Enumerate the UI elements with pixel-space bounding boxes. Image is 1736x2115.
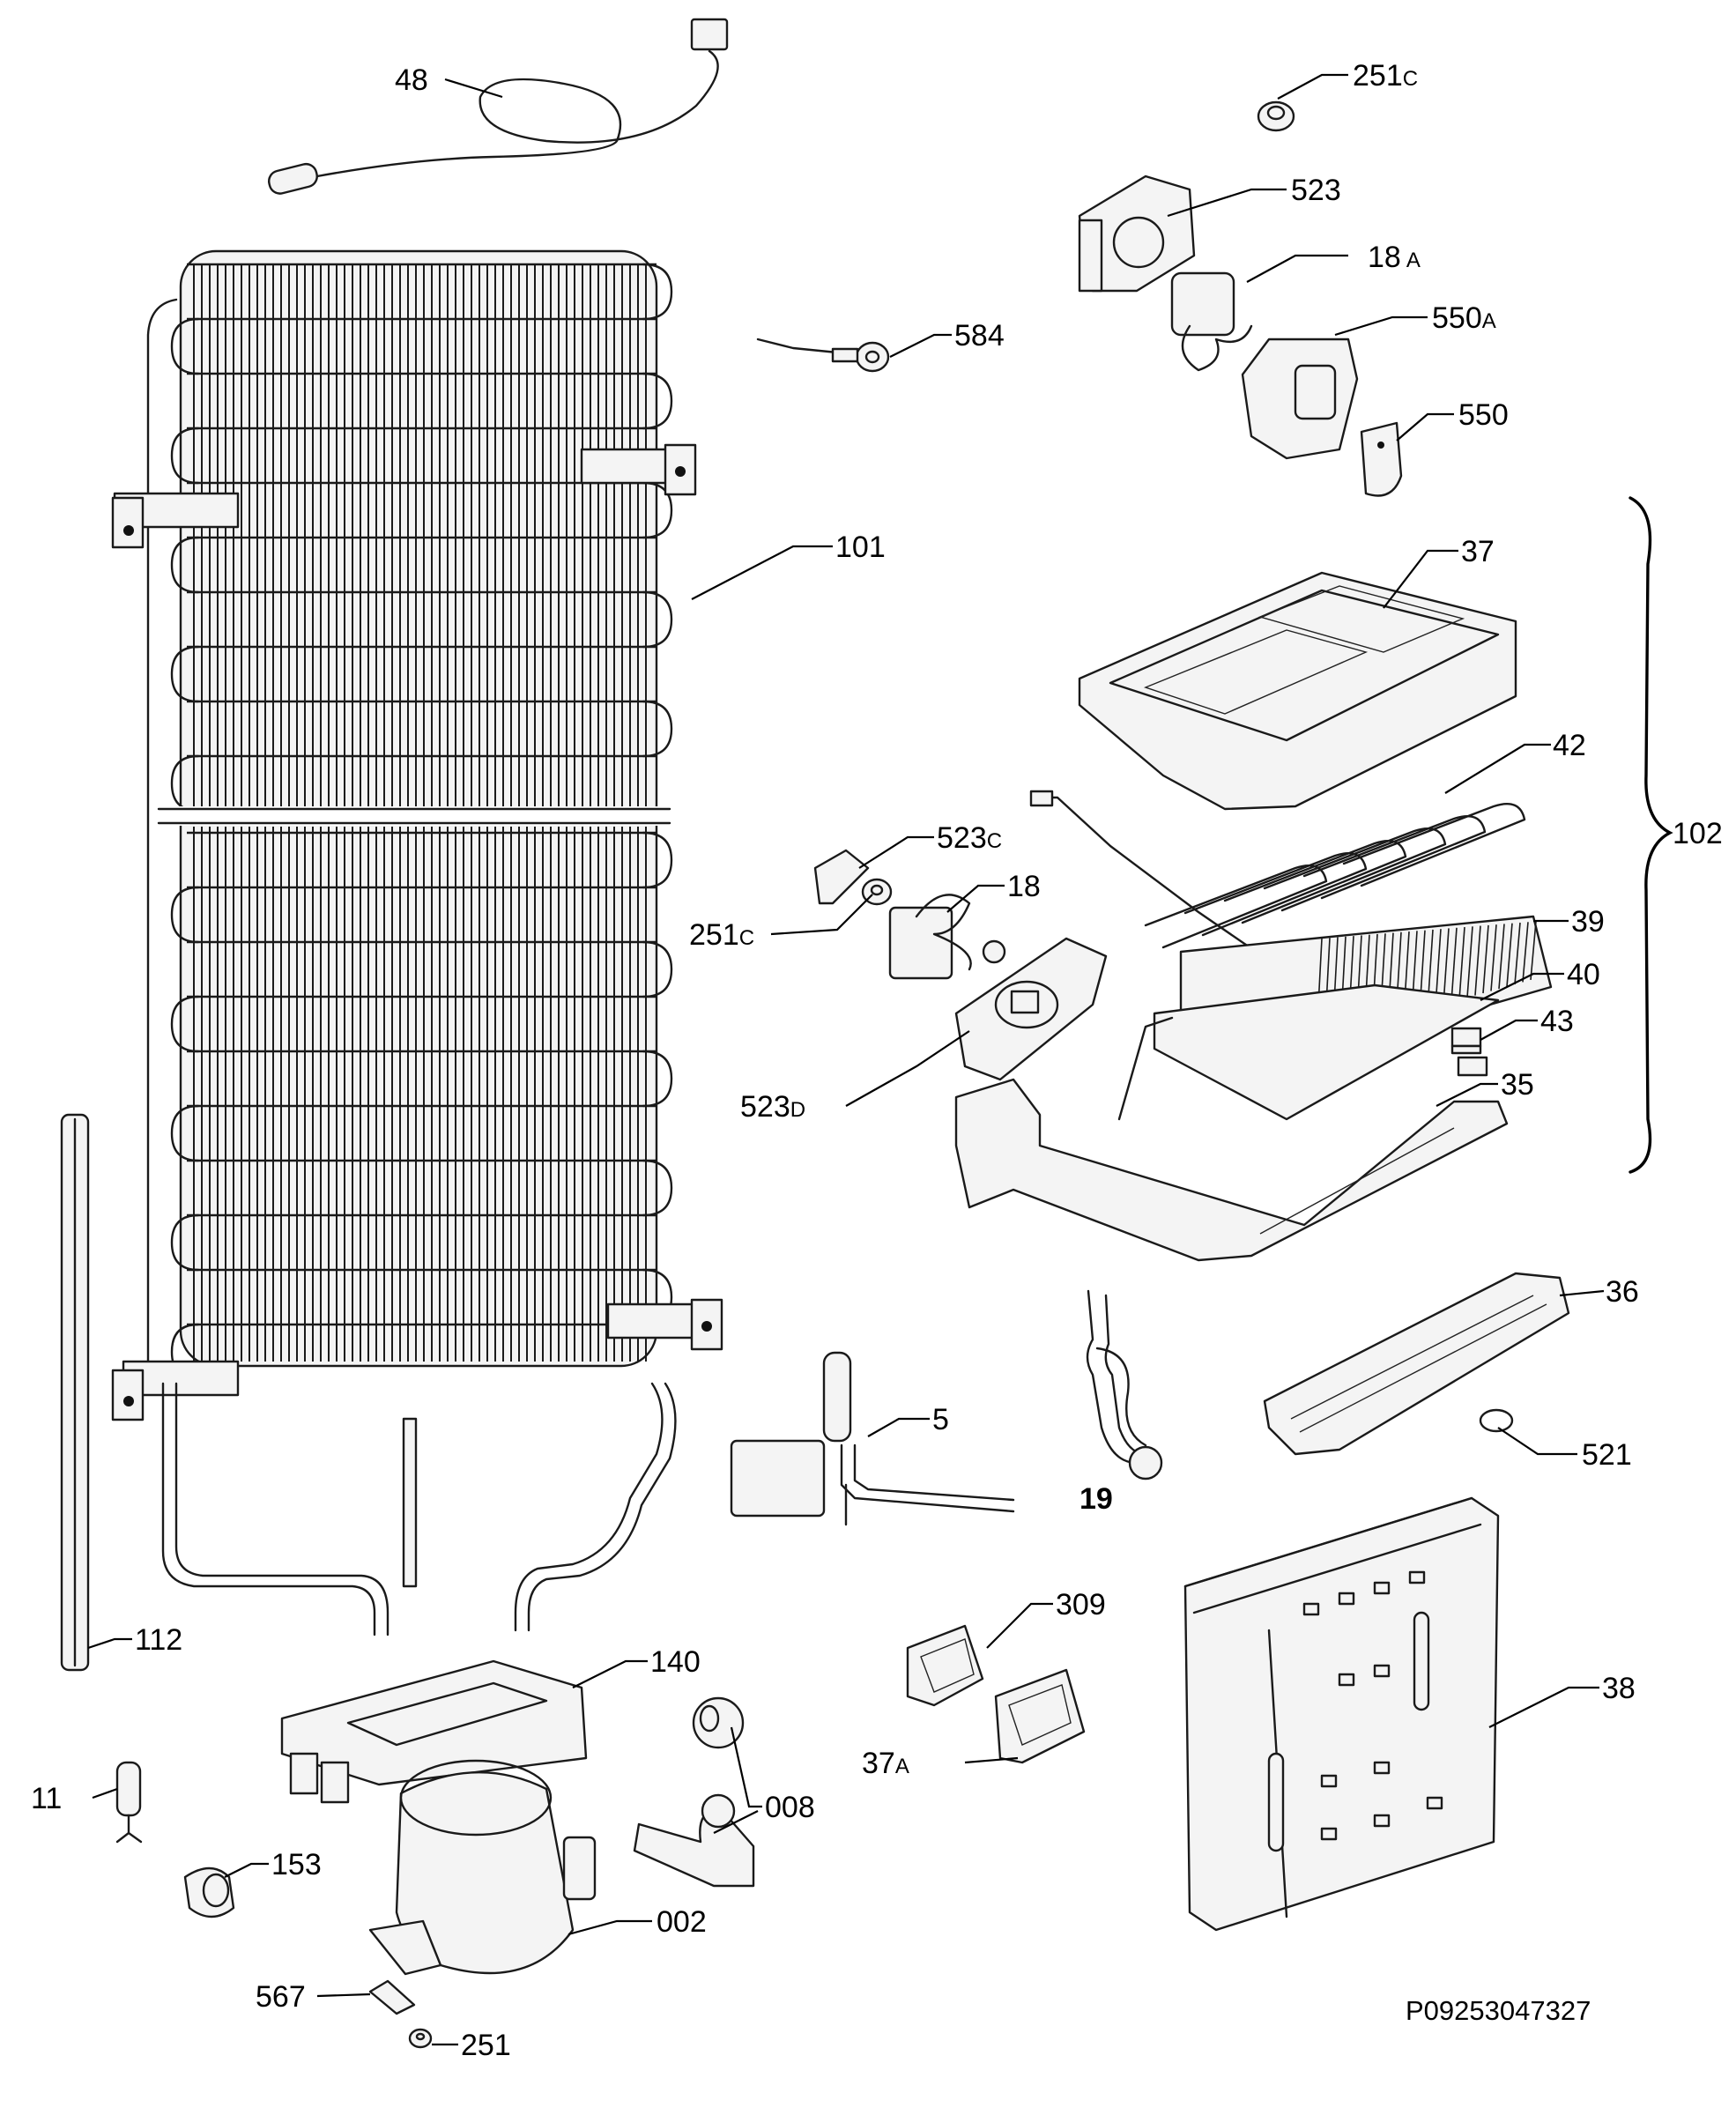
- label-36: 36: [1606, 1275, 1639, 1309]
- label-18: 18: [1007, 870, 1041, 903]
- label-251c-mid: 251C: [689, 918, 754, 952]
- evaporator-cover-part-37[interactable]: [1078, 571, 1517, 811]
- valve-part-11[interactable]: [115, 1761, 143, 1844]
- tube-part-112[interactable]: [60, 1113, 90, 1672]
- sensor-cable-part-48[interactable]: [267, 18, 729, 196]
- shelf-support-part-36[interactable]: [1263, 1272, 1570, 1456]
- label-140: 140: [650, 1645, 701, 1679]
- diagram-code: P09253047327: [1406, 1995, 1591, 2026]
- sensor-part-43[interactable]: [1450, 1027, 1488, 1077]
- fan-motor-part-18a[interactable]: [1170, 271, 1253, 372]
- label-11: 11: [31, 1782, 62, 1815]
- fan-bracket-part-523c[interactable]: [813, 849, 870, 905]
- label-38: 38: [1602, 1672, 1636, 1705]
- label-42: 42: [1553, 729, 1586, 762]
- label-37: 37: [1461, 535, 1495, 568]
- label-43: 43: [1540, 1005, 1574, 1038]
- label-523: 523: [1291, 174, 1341, 207]
- label-002: 002: [657, 1905, 707, 1939]
- fan-motor-part-18[interactable]: [888, 894, 1006, 980]
- defrost-heater-part-19[interactable]: [1086, 1289, 1163, 1480]
- label-523d: 523D: [740, 1090, 805, 1124]
- mounting-bracket: [111, 492, 240, 549]
- assembly-brace-part-102: [1628, 496, 1673, 1174]
- label-19: 19: [1079, 1482, 1113, 1516]
- condenser-part-101[interactable]: [111, 249, 723, 1636]
- cover-flap-part-550[interactable]: [1360, 421, 1403, 497]
- clip-part-567[interactable]: [368, 1979, 416, 2015]
- control-board-part-37a[interactable]: [994, 1668, 1086, 1764]
- label-112: 112: [135, 1623, 182, 1657]
- label-309: 309: [1056, 1588, 1106, 1622]
- o-ring-part-521[interactable]: [1479, 1408, 1514, 1433]
- thermal-protector-part-008[interactable]: [692, 1696, 745, 1749]
- mounting-bracket: [111, 1360, 240, 1421]
- label-101: 101: [835, 531, 886, 564]
- label-523c: 523C: [937, 821, 1002, 855]
- label-550: 550: [1458, 398, 1509, 432]
- door-panel-part-38[interactable]: [1183, 1496, 1500, 1932]
- label-251: 251: [461, 2029, 511, 2062]
- control-board-part-309[interactable]: [906, 1624, 984, 1707]
- label-5: 5: [932, 1403, 949, 1436]
- grommet-part-153[interactable]: [183, 1866, 235, 1918]
- label-40: 40: [1567, 958, 1600, 991]
- leader-lines: [87, 73, 1605, 2046]
- label-550a: 550A: [1432, 301, 1496, 335]
- label-37a: 37A: [862, 1747, 909, 1780]
- label-251c-top: 251C: [1353, 59, 1418, 93]
- drip-tray-part-35[interactable]: [954, 1016, 1509, 1262]
- compressor-part-002[interactable]: [368, 1759, 597, 1976]
- solenoid-valve-part-5[interactable]: [730, 1351, 1015, 1526]
- label-521: 521: [1582, 1438, 1632, 1472]
- label-48: 48: [395, 63, 428, 97]
- label-567: 567: [256, 1980, 306, 2014]
- label-584: 584: [954, 319, 1005, 352]
- fan-housing-part-523[interactable]: [1078, 174, 1196, 293]
- label-153: 153: [271, 1848, 322, 1881]
- label-39: 39: [1571, 905, 1605, 939]
- insulation-part-40[interactable]: [1153, 983, 1500, 1121]
- nut-part-251[interactable]: [408, 2028, 433, 2049]
- compressor-base-part-140[interactable]: [280, 1659, 588, 1804]
- relay-part-008[interactable]: [633, 1793, 755, 1888]
- fan-cover-part-550a[interactable]: [1241, 338, 1359, 460]
- label-102: 102: [1673, 817, 1723, 850]
- mounting-bracket: [606, 1298, 723, 1351]
- door-switch-part-584[interactable]: [756, 338, 890, 373]
- label-35: 35: [1501, 1068, 1534, 1102]
- mounting-bracket: [580, 443, 697, 496]
- label-008: 008: [765, 1791, 815, 1824]
- fan-plate-part-523d[interactable]: [954, 937, 1108, 1081]
- grommet-part-251c[interactable]: [1257, 100, 1295, 132]
